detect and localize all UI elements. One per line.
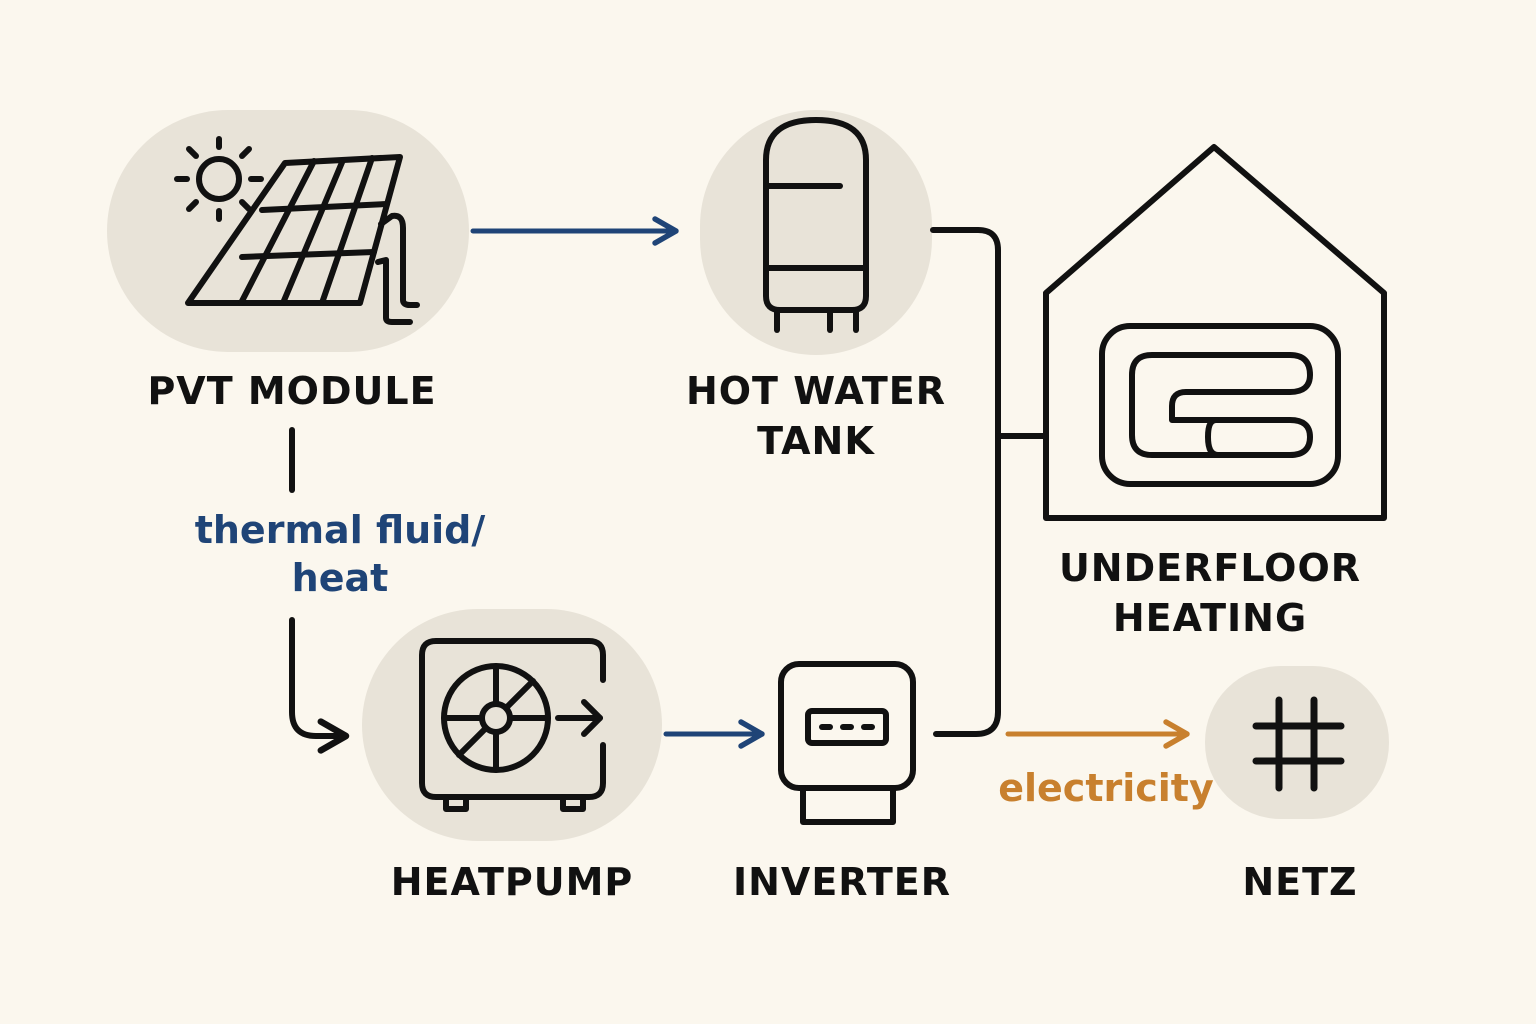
pvt-module-node <box>107 110 469 352</box>
netz-label: NETZ <box>1200 857 1400 907</box>
inverter-label: INVERTER <box>712 857 972 907</box>
netz-label-text: NETZ <box>1242 860 1358 904</box>
heatpump-label-text: HEATPUMP <box>390 860 634 904</box>
pvt-module-label-text: PVT MODULE <box>147 369 437 413</box>
inverter-node <box>778 661 916 825</box>
pvt-module-backdrop <box>107 110 469 352</box>
underfloor-heating-label-line2: HEATING <box>1112 596 1308 640</box>
heatpump-label: HEATPUMP <box>372 857 652 907</box>
underfloor-heating-label: UNDERFLOOR HEATING <box>1050 543 1370 643</box>
underfloor-heating-node <box>1043 144 1387 521</box>
tank-inverter-bus-line <box>930 227 1001 737</box>
inverter-label-text: INVERTER <box>732 860 951 904</box>
thermal-flow-label-line1: thermal fluid/ <box>194 508 486 552</box>
inverter-icon <box>778 661 916 825</box>
solar-panel-icon <box>185 154 420 325</box>
hot-water-tank-label-line1: HOT WATER <box>685 369 947 413</box>
grid-hash-icon <box>1252 696 1345 792</box>
pvt-module-label: PVT MODULE <box>147 366 437 416</box>
heatpump-fan-icon <box>419 638 606 812</box>
water-tank-icon <box>763 117 869 333</box>
hot-water-tank-node <box>700 110 932 355</box>
netz-backdrop <box>1205 666 1389 819</box>
house-underfloor-heating-icon <box>1043 144 1387 521</box>
heatpump-node <box>362 609 662 841</box>
netz-node <box>1205 666 1389 819</box>
hot-water-tank-label: HOT WATER TANK <box>676 366 956 466</box>
heatpump-backdrop <box>362 609 662 841</box>
connectors <box>289 216 1190 754</box>
underfloor-heating-label-line1: UNDERFLOOR <box>1058 546 1362 590</box>
hot-water-tank-label-line2: TANK <box>757 419 875 463</box>
electricity-flow-label: electricity <box>996 764 1216 812</box>
tank-backdrop <box>700 110 932 355</box>
thermal-flow-label-line2: heat <box>291 556 389 600</box>
pvt-to-heatpump-arrow <box>289 617 350 754</box>
thermal-flow-label: thermal fluid/ heat <box>180 506 500 602</box>
electricity-flow-label-text: electricity <box>998 766 1214 810</box>
sun-icon <box>174 136 264 222</box>
